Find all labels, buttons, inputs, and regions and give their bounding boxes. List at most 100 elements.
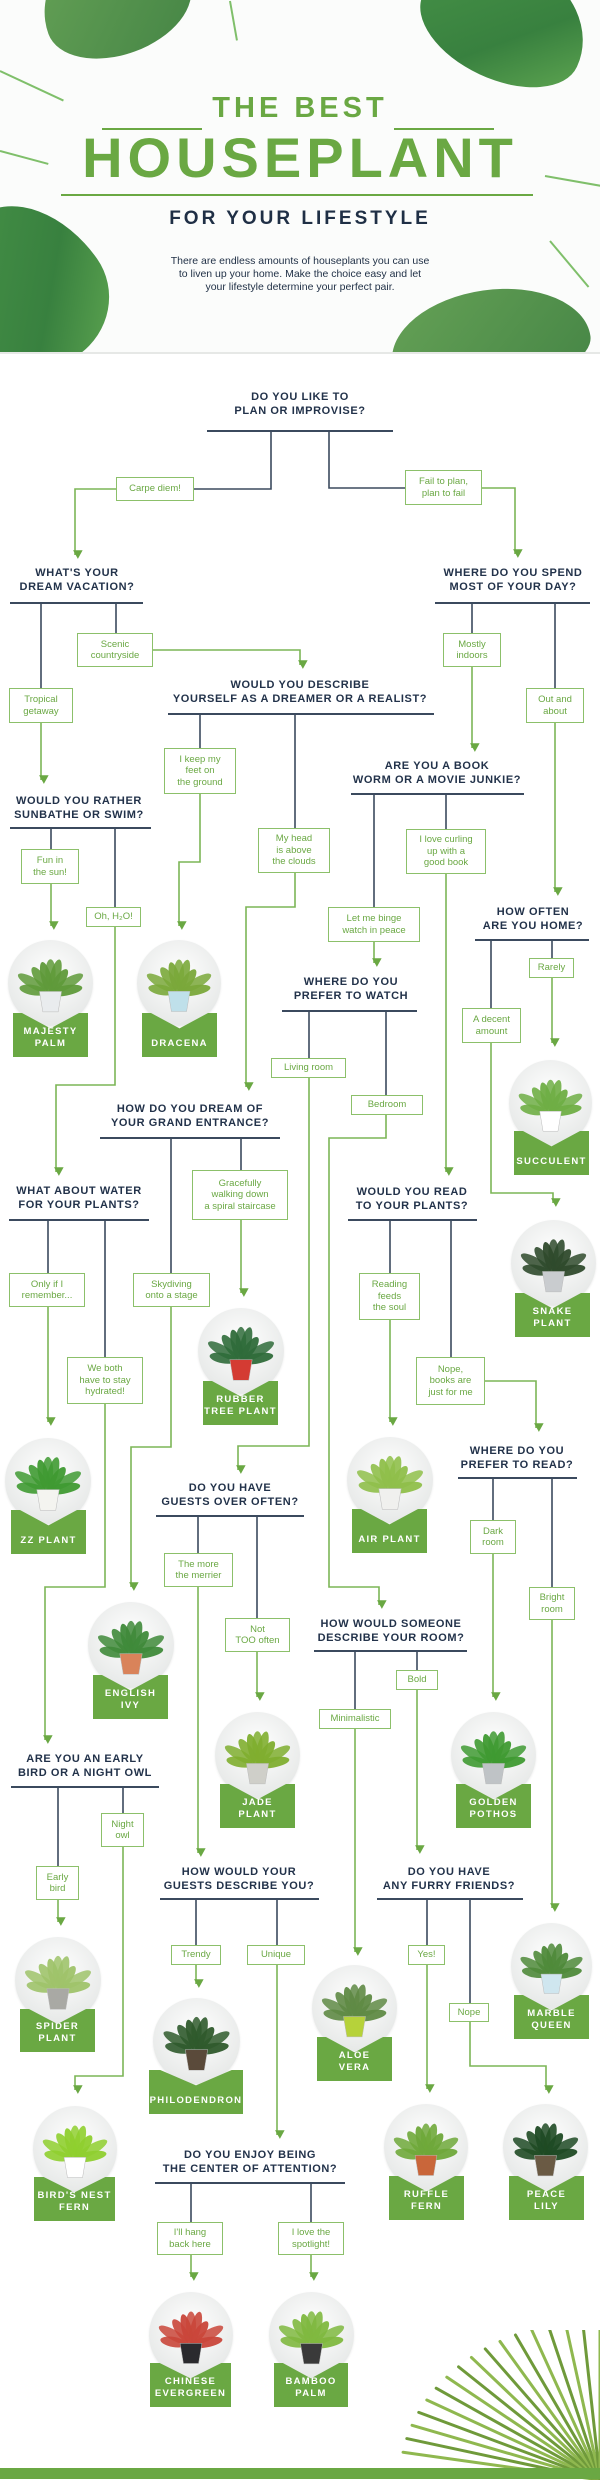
answer-option-box[interactable]: Carpe diem! <box>116 477 194 501</box>
answer-option-box[interactable]: Living room <box>271 1058 346 1078</box>
question-branch-line <box>194 431 272 490</box>
palm-frond-decoration <box>401 2330 600 2480</box>
answer-path-arrow <box>129 1307 172 1591</box>
answer-path-arrow <box>244 873 296 1091</box>
answer-path-arrow <box>482 487 523 558</box>
question-underline <box>458 1477 577 1479</box>
answer-option-box[interactable]: I'll hang back here <box>157 2222 223 2255</box>
answer-option-box[interactable]: A decent amount <box>462 1008 521 1043</box>
question-text: DO YOU LIKE TO PLAN OR IMPROVISE? <box>234 391 366 417</box>
plant-photo <box>15 1937 101 2023</box>
answer-option-box[interactable]: Bedroom <box>351 1095 423 1115</box>
question-text: HOW WOULD SOMEONE DESCRIBE YOUR ROOM? <box>317 1618 465 1644</box>
answer-option-box[interactable]: I love the spotlight! <box>278 2222 344 2255</box>
answer-option-box[interactable]: The more the merrier <box>164 1553 233 1587</box>
answer-option-box[interactable]: I love curling up with a good book <box>406 829 486 874</box>
answer-path-arrow <box>469 2022 554 2094</box>
answer-option-box[interactable]: Skydiving onto a stage <box>133 1273 210 1307</box>
question-text: DO YOU HAVE ANY FURRY FRIENDS? <box>382 1866 516 1892</box>
plant-illustration-icon <box>321 1984 388 2038</box>
plant-photo <box>511 1923 592 2009</box>
question-underline <box>156 1515 304 1517</box>
answer-option-box[interactable]: Trendy <box>171 1945 221 1965</box>
answer-option-box[interactable]: Fail to plan, plan to fail <box>405 470 482 505</box>
answer-option-box[interactable]: Yes! <box>408 1945 445 1965</box>
plant-illustration-icon <box>146 959 212 1012</box>
question-text: WOULD YOU RATHER SUNBATHE OR SWIM? <box>14 795 144 821</box>
hero-header: THE BEST HOUSEPLANT FOR YOUR LIFESTYLE T… <box>0 0 600 354</box>
answer-option-box[interactable]: Minimalistic <box>319 1709 391 1729</box>
answer-path-arrow <box>43 1404 106 1744</box>
answer-option-box[interactable]: Bold <box>396 1670 438 1690</box>
question-underline <box>435 602 590 604</box>
question-text: WHERE DO YOU PREFER TO READ? <box>460 1445 574 1471</box>
answer-option-box[interactable]: Out and about <box>526 688 584 723</box>
answer-option-box[interactable]: Mostly indoors <box>443 633 501 667</box>
answer-option-box[interactable]: We both have to stay hydrated! <box>67 1357 143 1404</box>
answer-path-arrow <box>73 488 116 559</box>
title-houseplant: HOUSEPLANT <box>82 126 518 189</box>
plant-name-label[interactable]: BIRD'S NEST FERN <box>34 2177 115 2221</box>
plant-illustration-icon <box>512 2123 579 2177</box>
question-text: DO YOU ENJOY BEING THE CENTER OF ATTENTI… <box>162 2149 338 2175</box>
plant-photo <box>88 1602 174 1688</box>
answer-option-box[interactable]: Night owl <box>101 1813 144 1847</box>
question-underline <box>100 1137 280 1139</box>
plant-name-label[interactable]: ZZ PLANT <box>11 1510 86 1554</box>
plant-name-label[interactable]: SNAKE PLANT <box>515 1293 590 1337</box>
plant-photo <box>198 1308 284 1394</box>
answer-option-box[interactable]: Early bird <box>36 1866 79 1900</box>
plant-illustration-icon <box>17 959 84 1013</box>
plant-illustration-icon <box>224 1731 291 1785</box>
answer-option-box[interactable]: My head is above the clouds <box>258 828 330 873</box>
title-rule-bottom <box>61 194 533 196</box>
plant-photo <box>384 2104 468 2190</box>
question-underline <box>155 2182 345 2184</box>
answer-path-arrow <box>54 927 116 1176</box>
answer-option-box[interactable]: Tropical getaway <box>9 688 73 723</box>
answer-option-box[interactable]: Only if I remember... <box>9 1273 85 1307</box>
intro-text: There are endless amounts of houseplants… <box>170 255 430 293</box>
answer-option-box[interactable]: Let me binge watch in peace <box>328 907 420 942</box>
footer-bar <box>0 2468 600 2479</box>
question-underline <box>475 939 589 941</box>
plant-illustration-icon <box>208 1326 274 1381</box>
answer-option-box[interactable]: Unique <box>247 1945 305 1965</box>
plant-photo <box>509 1060 592 1146</box>
plant-illustration-icon <box>357 1455 423 1510</box>
plant-photo <box>137 940 221 1026</box>
answer-option-box[interactable]: Oh, H₂O! <box>86 907 141 927</box>
answer-option-box[interactable]: Nope <box>449 2003 489 2022</box>
plant-photo <box>503 2104 588 2190</box>
answer-path-arrow <box>177 794 201 930</box>
answer-option-box[interactable]: Nope, books are just for me <box>416 1357 485 1405</box>
question-text: HOW OFTEN ARE YOU HOME? <box>482 906 584 932</box>
question-underline <box>11 1786 159 1788</box>
answer-option-box[interactable]: Fun in the sun! <box>21 849 79 884</box>
answer-option-box[interactable]: Dark room <box>470 1520 516 1554</box>
answer-option-box[interactable]: Not TOO often <box>225 1618 290 1652</box>
answer-option-box[interactable]: Rarely <box>529 958 574 978</box>
question-text: WHAT ABOUT WATER FOR YOUR PLANTS? <box>16 1185 142 1211</box>
question-underline <box>314 1650 467 1652</box>
question-text: WHAT'S YOUR DREAM VACATION? <box>19 567 135 593</box>
question-text: HOW WOULD YOUR GUESTS DESCRIBE YOU? <box>163 1866 315 1892</box>
plant-photo <box>451 1712 536 1798</box>
answer-option-box[interactable]: I keep my feet on the ground <box>164 748 236 794</box>
answer-option-box[interactable]: Gracefully walking down a spiral stairca… <box>192 1170 288 1220</box>
question-underline <box>207 430 393 432</box>
question-branch-line <box>328 431 405 489</box>
answer-option-box[interactable]: Scenic countryside <box>77 633 153 667</box>
plant-name-label[interactable]: PEACE LILY <box>509 2176 584 2220</box>
question-underline <box>351 793 524 795</box>
plant-illustration-icon <box>15 1456 81 1511</box>
question-underline <box>377 1898 523 1900</box>
question-underline <box>10 602 143 604</box>
plant-illustration-icon <box>42 2125 108 2178</box>
plant-illustration-icon <box>520 1239 587 1293</box>
answer-option-box[interactable]: Bright room <box>529 1587 575 1620</box>
plant-photo <box>149 2292 233 2378</box>
plant-illustration-icon <box>25 1955 91 2010</box>
plant-photo <box>511 1220 596 1306</box>
answer-option-box[interactable]: Reading feeds the soul <box>359 1273 420 1320</box>
